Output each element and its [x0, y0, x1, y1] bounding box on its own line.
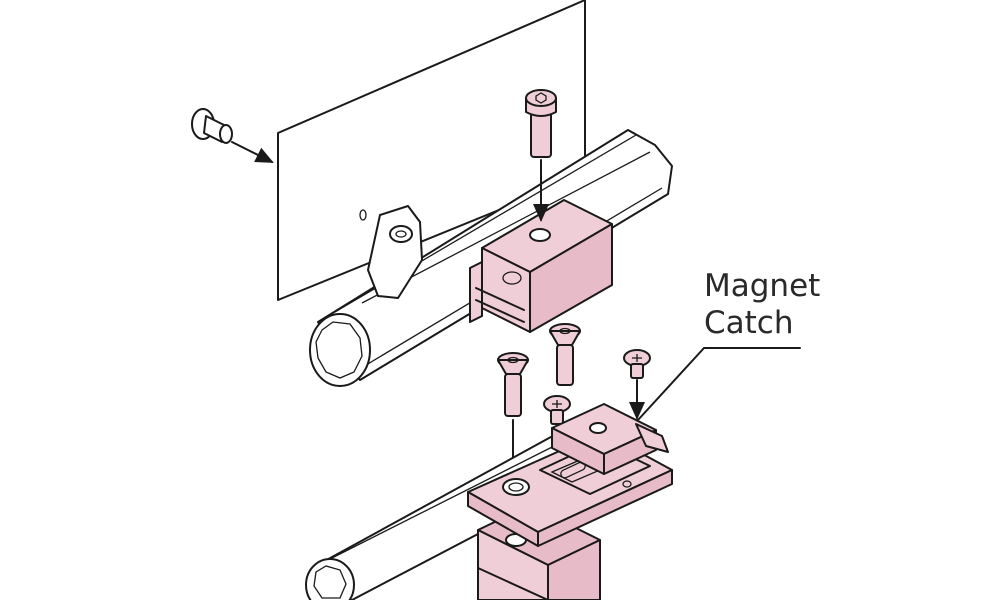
label-line-catch: Catch — [704, 305, 794, 341]
magnet-catch-label: Magnet Catch — [704, 268, 820, 342]
upper-cap-screw — [525, 89, 557, 222]
label-line-magnet: Magnet — [704, 268, 821, 304]
small-phillips-screw-right — [623, 349, 651, 420]
tube-clamp — [367, 205, 423, 299]
small-phillips-screw-center — [543, 395, 571, 472]
upper-mounting-block — [469, 199, 613, 333]
callout-leader — [637, 347, 801, 421]
rivet-pin — [191, 108, 274, 163]
rivet-arrow — [231, 141, 274, 163]
magnet-catch — [539, 403, 669, 495]
countersunk-screw-left — [497, 352, 529, 480]
countersunk-screw-right — [549, 323, 581, 386]
